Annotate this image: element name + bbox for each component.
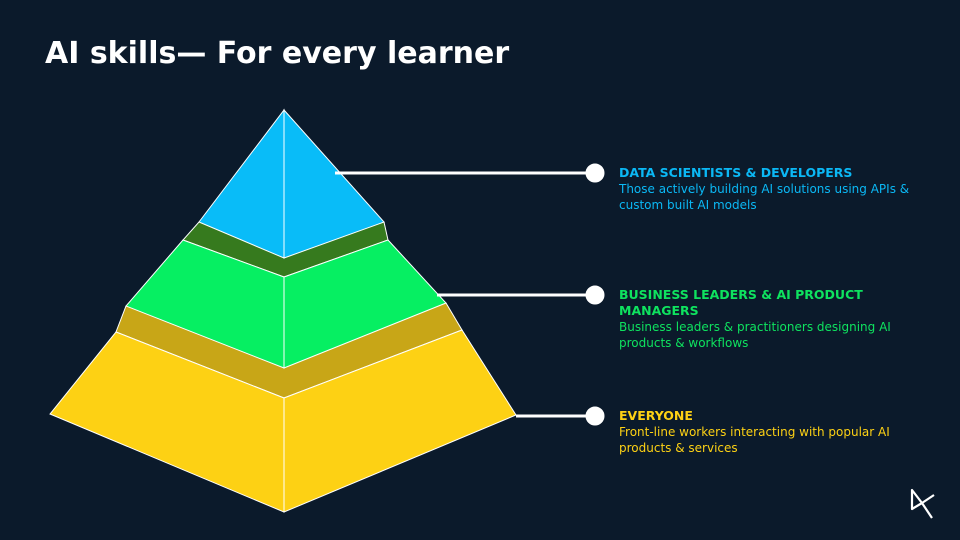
tier-label-top: DATA SCIENTISTS & DEVELOPERS Those activ… <box>619 165 939 213</box>
tier-heading: DATA SCIENTISTS & DEVELOPERS <box>619 165 853 180</box>
tier-description: Those actively building AI solutions usi… <box>619 182 910 212</box>
top-right-face <box>283 108 385 259</box>
tier-description: Front-line workers interacting with popu… <box>619 425 890 455</box>
tier-label-middle: BUSINESS LEADERS & AI PRODUCT MANAGERS B… <box>619 287 939 351</box>
logo-icon <box>910 488 935 519</box>
connector-dot-bottom <box>585 406 605 426</box>
tier-label-bottom: EVERYONE Front-line workers interacting … <box>619 408 939 456</box>
connector-dot-top <box>585 163 605 183</box>
tier-heading: EVERYONE <box>619 408 693 423</box>
connector-dot-middle <box>585 285 605 305</box>
middle-right-face <box>283 239 447 369</box>
tier-description: Business leaders & practitioners designi… <box>619 320 891 350</box>
tier-heading: BUSINESS LEADERS & AI PRODUCT MANAGERS <box>619 287 863 318</box>
page-title: AI skills— For every learner <box>45 36 510 71</box>
